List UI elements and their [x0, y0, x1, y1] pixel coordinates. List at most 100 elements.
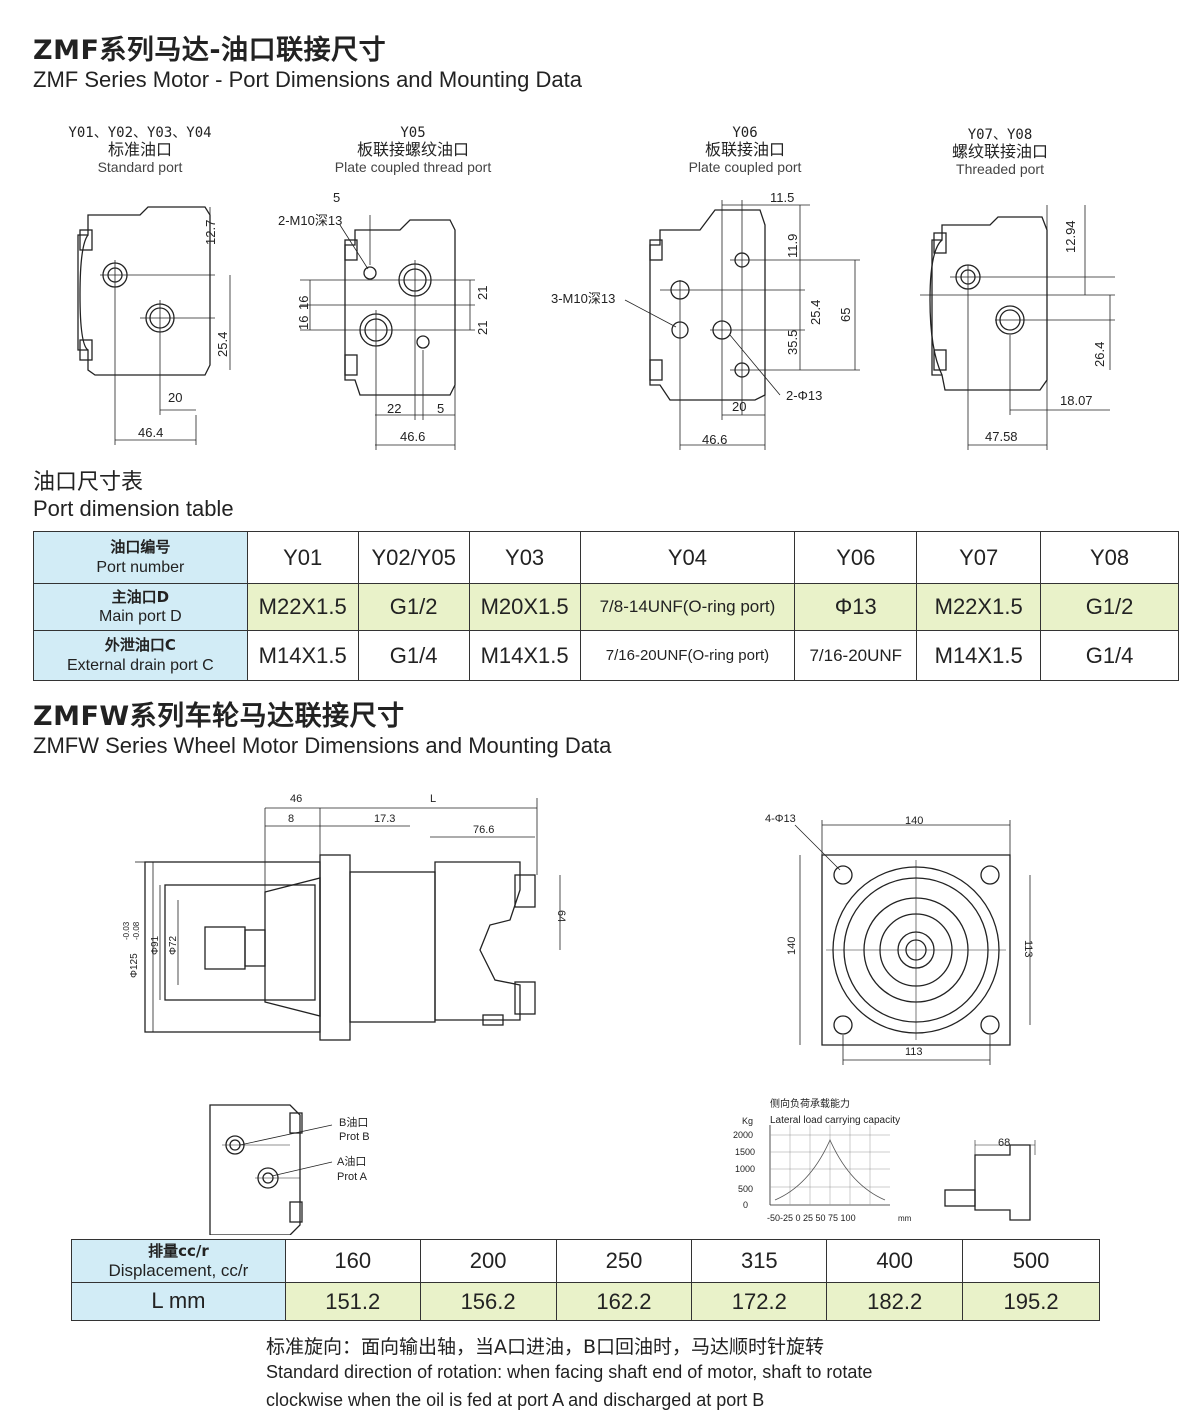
- table-cell: M22X1.5: [246, 583, 359, 631]
- table-cell: 7/16-20UNF: [794, 630, 918, 681]
- col-header: Y03: [468, 531, 581, 584]
- dim-wm-tol-dn: -0.08: [132, 921, 141, 940]
- dim-wm-64: 64: [555, 910, 567, 922]
- table-cell: M14X1.5: [468, 630, 581, 681]
- table-cell: 195.2: [962, 1282, 1100, 1321]
- table-cell: 500: [962, 1239, 1100, 1283]
- view-caption-y01: Y01、Y02、Y03、Y04 标准油口 Standard port: [68, 125, 212, 176]
- dim-wm-17-3: 17.3: [374, 813, 395, 825]
- wheel-motor-front-view: [821, 854, 1011, 1046]
- port-a-label-cn: A油口: [337, 1154, 366, 1168]
- dim-y06-20: 20: [732, 399, 746, 414]
- dim-fv-140-left: 140: [786, 937, 798, 955]
- dim-y05-16b: 16: [296, 316, 311, 330]
- view-caption-y06: Y06 板联接油口 Plate coupled port: [688, 125, 802, 176]
- load-chart-x-unit: mm: [898, 1214, 912, 1223]
- table-cell: M14X1.5: [916, 630, 1042, 681]
- load-chart-y-tick: 0: [743, 1200, 748, 1210]
- port-table-title-cn: 油口尺寸表: [33, 470, 144, 495]
- row-header-L: L mm: [71, 1282, 286, 1321]
- dim-y06-25-4: 25.4: [808, 300, 823, 325]
- dim-shaft-68: 68: [998, 1137, 1010, 1149]
- zmfw-title-en: ZMFW Series Wheel Motor Dimensions and M…: [33, 733, 612, 758]
- view-y01-drawing: [77, 206, 231, 445]
- col-header: Y01: [246, 531, 359, 584]
- table-cell: 182.2: [826, 1282, 964, 1321]
- table-cell: 172.2: [691, 1282, 828, 1321]
- wheel-motor-port-view: [209, 1104, 333, 1235]
- col-header: Y07: [916, 531, 1042, 584]
- rotation-note-en-2: clockwise when the oil is fed at port A …: [266, 1390, 765, 1410]
- load-chart-x-ticks: -50-25 0 25 50 75 100: [767, 1213, 856, 1223]
- dim-y06-phi13: 2-Φ13: [786, 388, 822, 403]
- dim-y05-5b: 5: [437, 401, 444, 416]
- view-y06-drawing: [624, 200, 860, 450]
- dim-wm-dia72: Φ72: [168, 935, 179, 955]
- dim-wm-76-6: 76.6: [473, 824, 494, 836]
- table-cell: 7/8-14UNF(O-ring port): [579, 583, 796, 631]
- dim-y01-46-4: 46.4: [138, 425, 163, 440]
- dim-fv-140-top: 140: [905, 815, 923, 827]
- table-cell: 7/16-20UNF(O-ring port): [579, 630, 796, 681]
- table-cell: G1/2: [357, 583, 470, 631]
- load-chart-title-en: Lateral load carrying capacity: [770, 1115, 900, 1126]
- dim-wm-dia91: Φ91: [150, 935, 161, 955]
- view-caption-y05: Y05 板联接螺纹油口 Plate coupled thread port: [334, 125, 492, 176]
- table-cell: M22X1.5: [916, 583, 1042, 631]
- table-cell: 151.2: [284, 1282, 421, 1321]
- table-cell: 156.2: [419, 1282, 557, 1321]
- dim-wm-46: 46: [290, 793, 302, 805]
- dim-y01-20: 20: [168, 390, 182, 405]
- load-chart-y-tick: 2000: [733, 1130, 753, 1140]
- dim-y05-46-6: 46.6: [400, 429, 425, 444]
- table-cell: Φ13: [794, 583, 918, 631]
- dim-y07-12-94: 12.94: [1063, 220, 1078, 253]
- table-cell: 162.2: [555, 1282, 693, 1321]
- table-cell: G1/4: [1040, 630, 1179, 681]
- port-a-label-en: Prot A: [337, 1171, 368, 1183]
- dim-y05-21a: 21: [475, 286, 490, 300]
- load-chart-y-tick: 1000: [735, 1164, 755, 1174]
- port-b-label-en: Prot B: [339, 1131, 370, 1143]
- port-table-title-en: Port dimension table: [33, 496, 234, 521]
- dim-y05-22: 22: [387, 401, 401, 416]
- col-header: Y06: [794, 531, 918, 584]
- dim-y07-18-07: 18.07: [1060, 393, 1093, 408]
- table-cell: 400: [826, 1239, 964, 1283]
- dim-y06-65: 65: [838, 308, 853, 322]
- table-cell: G1/4: [357, 630, 470, 681]
- table-cell: 315: [691, 1239, 828, 1283]
- zmfw-title-cn: ZMFW系列车轮马达联接尺寸: [33, 701, 405, 732]
- dim-y05-16a: 16: [296, 296, 311, 310]
- load-chart: [769, 1125, 890, 1206]
- table-cell: 250: [555, 1239, 693, 1283]
- dim-y01-12-7: 12.7: [203, 220, 218, 245]
- table-cell: G1/2: [1040, 583, 1179, 631]
- load-chart-y-tick: 1500: [735, 1147, 755, 1157]
- dim-y01-25-4: 25.4: [215, 332, 230, 357]
- zmf-title-en: ZMF Series Motor - Port Dimensions and M…: [33, 67, 582, 92]
- dim-y06-46-6: 46.6: [702, 432, 727, 447]
- load-chart-y-unit: Kg: [742, 1116, 753, 1126]
- col-header: Y02/Y05: [357, 531, 470, 584]
- shaft-drawing: [944, 1140, 1036, 1221]
- load-chart-title-cn: 侧向负荷承载能力: [770, 1097, 850, 1110]
- port-view-drawings: 12.7 25.4 20 46.4 5 2-M10深13 16 16 21 21…: [77, 190, 1115, 450]
- load-chart-y-tick: 500: [738, 1184, 753, 1194]
- dim-y07-26-4: 26.4: [1092, 342, 1107, 367]
- table-cell: M14X1.5: [246, 630, 359, 681]
- view-y05-drawing: [300, 215, 475, 450]
- dim-wm-tol-up: -0.03: [122, 921, 131, 940]
- table-row: L mm 151.2 156.2 162.2 172.2 182.2 195.2: [71, 1282, 1100, 1321]
- dim-y06-11-9: 11.9: [785, 234, 800, 258]
- dim-y05-5a: 5: [333, 190, 340, 205]
- table-cell: M20X1.5: [468, 583, 581, 631]
- table-cell: 160: [284, 1239, 421, 1283]
